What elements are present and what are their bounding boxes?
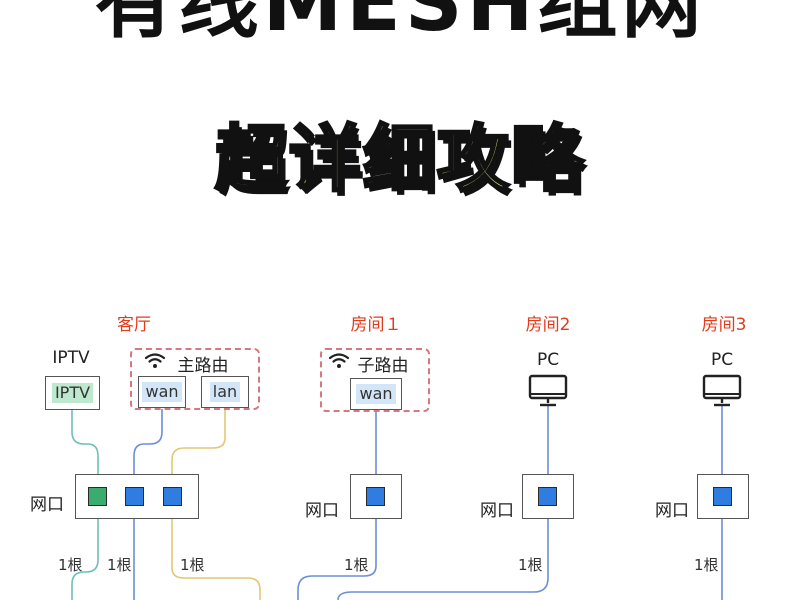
main-router-lan-port: lan [201, 376, 249, 408]
room-label-room1: 房间１ [350, 315, 402, 335]
main-lan-text: lan [209, 382, 241, 402]
wire-iptv [71, 409, 99, 484]
cable-count-label: 1根 [518, 556, 543, 574]
wall-port-room1 [366, 487, 385, 506]
port-label-room3: 网口 [655, 501, 689, 521]
iptv-box-text: IPTV [51, 383, 94, 403]
main-router-wan-port: wan [138, 376, 186, 408]
main-router-label: 主路由 [177, 356, 229, 376]
sub-router-wan-port: wan [350, 378, 402, 410]
sub-wan-text: wan [356, 384, 396, 404]
cable-count-label: 1根 [180, 556, 205, 574]
cable-count-label: 1根 [58, 556, 83, 574]
main-title: 超详细攻略 [213, 116, 585, 203]
wall-panel-room1 [350, 474, 402, 519]
monitor-icon [702, 374, 742, 407]
room-label-room3: 房间3 [701, 315, 747, 335]
cable-living-yellow [171, 508, 261, 600]
cable-count-label: 1根 [107, 556, 132, 574]
wire-main-wan [133, 409, 163, 484]
main-router-group [130, 348, 260, 410]
iptv-box: IPTV [45, 376, 100, 410]
wall-port-iptv [88, 487, 107, 506]
cable-living-green [71, 508, 99, 600]
wall-port-room2 [538, 487, 557, 506]
monitor-icon [528, 374, 568, 407]
wifi-icon [328, 353, 350, 368]
room-label-living: 客厅 [117, 315, 151, 335]
cable-room1 [297, 508, 377, 600]
wall-port-lan [163, 487, 182, 506]
wire-main-lan [171, 409, 226, 484]
wall-port-wan [125, 487, 144, 506]
main-wan-text: wan [142, 382, 182, 402]
pc2-label: PC [536, 350, 560, 370]
port-label-room1: 网口 [305, 501, 339, 521]
port-label-living: 网口 [30, 495, 64, 515]
wifi-icon [144, 353, 166, 368]
wall-port-room3 [713, 487, 732, 506]
cable-count-label: 1根 [344, 556, 369, 574]
port-label-room2: 网口 [480, 501, 514, 521]
sub-router-label: 子路由 [357, 356, 409, 376]
top-title: 有线MESH组网 [94, 0, 706, 49]
sub-router-group [320, 348, 430, 412]
room-label-room2: 房间2 [525, 315, 571, 335]
cable-room2 [337, 508, 549, 600]
iptv-label: IPTV [52, 348, 90, 368]
cable-count-label: 1根 [694, 556, 719, 574]
pc3-label: PC [710, 350, 734, 370]
